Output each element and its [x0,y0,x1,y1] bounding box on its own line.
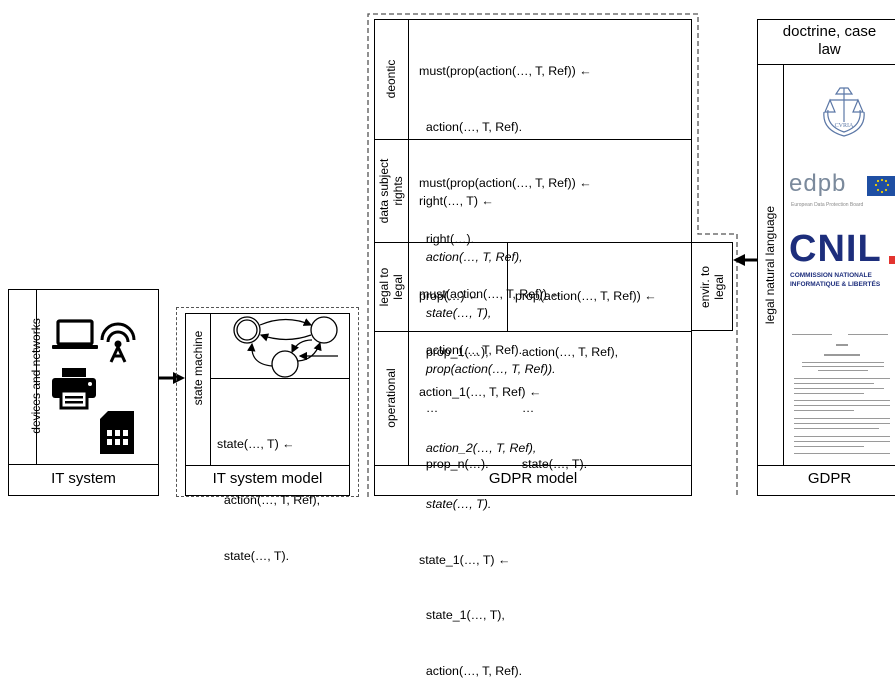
code-line: prop(action(…, T, Ref)). [419,361,556,376]
code-line: must(action(…, T, Ref)) ← [419,287,563,302]
gdpr-document-thumbnail [788,330,895,460]
label-line: rights [391,176,405,206]
cnil-dot-icon [889,256,895,264]
envir-to-legal-label: envir. to legal [698,247,726,327]
divider [185,465,350,466]
code-line: must(prop(action(…, T, Ref)) ← [419,175,592,190]
header-line: doctrine, case [782,23,877,40]
divider [757,465,895,466]
it-system-box [8,289,159,496]
code-line: prop(…) ← [419,289,481,304]
cnil-text: CNIL [789,228,882,270]
code-line: state(…, T) ← [217,437,295,452]
label-line: legal [391,274,405,300]
divider [374,465,692,466]
label-line: data subject [377,158,391,224]
cnil-subtitle: INFORMATIQUE & LIBERTÉS [790,281,881,288]
code-line: … [515,400,535,415]
it-model-box [185,313,350,496]
legal-to-legal-label: legal to legal [377,247,405,327]
code-line: action_1(…, T, Ref) ← [419,385,542,400]
edpb-logo: edpb European Data Protection Board [789,170,895,210]
label-line: legal [712,274,726,300]
code-line: prop(action(…, T, Ref)) ← [515,289,657,304]
code-line: must(prop(action(…, T, Ref)) ← [419,64,592,79]
code-line: action(…, T, Ref). [419,664,523,679]
code-line: … [419,400,439,415]
code-line: state_1(…, T) ← [419,552,511,567]
code-line: state_1(…, T), [419,608,505,623]
code-line: prop_1(…), [419,344,489,359]
header-line: law [818,41,841,58]
code-line: action(…, T, Ref), [419,249,523,264]
deontic-label: deontic [384,59,398,99]
eu-flag-icon [867,176,895,196]
divider [374,242,692,243]
divider [374,139,692,140]
label-line: envir. to [698,265,712,309]
rights-code: right(…, T) ← action(…, T, Ref), state(…… [419,155,556,397]
curia-text: CVRIA [835,123,854,129]
operational-code: action_1(…, T, Ref) ← action_2(…, T, Ref… [419,346,541,699]
code-line: state(…, T), [419,305,492,320]
it-model-dashed-frame [176,307,359,497]
envir-to-legal-box [691,242,733,331]
gdpr-model-dashed-frame [367,13,738,497]
printer-icon [52,368,96,410]
cnil-logo: CNIL COMMISSION NATIONALE INFORMATIQUE &… [789,228,895,302]
code-line: state(…, T). [515,456,588,471]
divider [36,289,37,464]
legal-code-left: prop(…) ← prop_1(…), … prop_n(…). [419,250,489,492]
sim-card-icon [100,411,134,454]
divider [783,64,784,465]
it-model-title: IT system model [212,470,323,487]
state-machine-diagram [233,316,338,378]
curia-logo: CVRIA [823,87,865,137]
legal-natural-language-label: legal natural language [763,205,777,325]
divider [757,64,895,65]
data-subject-rights-label: data subject rights [377,131,405,251]
cnil-subtitle: COMMISSION NATIONALE [790,272,872,279]
code-line: right(…). [419,231,475,246]
divider [210,313,211,465]
code-line: action(…, T, Ref), [515,344,619,359]
laptop-icon [52,319,98,349]
edpb-subtitle: European Data Protection Board [791,202,864,208]
doctrine-case-law-header: doctrine, case law [757,23,895,59]
divider [408,19,409,465]
code-line: action(…, T, Ref). [419,119,523,134]
gdpr-model-title: GDPR model [488,470,578,487]
it-system-title: IT system [51,470,116,487]
code-line: action(…, T, Ref). [419,343,523,358]
deontic-code: must(prop(action(…, T, Ref)) ← action(…,… [419,25,592,378]
edpb-text: edpb [789,170,847,197]
divider [8,464,159,465]
code-line: action_2(…, T, Ref), [419,440,537,455]
code-line: prop_n(…). [419,456,489,471]
code-line: state(…, T). [217,548,290,563]
operational-label: operational [384,368,398,428]
gdpr-box [757,19,895,496]
divider [374,331,692,332]
label-line: legal to [377,267,391,307]
arrow-gdpr-to-model [733,254,757,266]
legal-code-right: prop(action(…, T, Ref)) ← action(…, T, R… [515,250,657,492]
divider [210,378,350,379]
divider [507,242,508,331]
gdpr-title: GDPR [807,470,852,487]
code-line: right(…, T) ← [419,194,494,209]
antenna-icon [100,322,136,363]
